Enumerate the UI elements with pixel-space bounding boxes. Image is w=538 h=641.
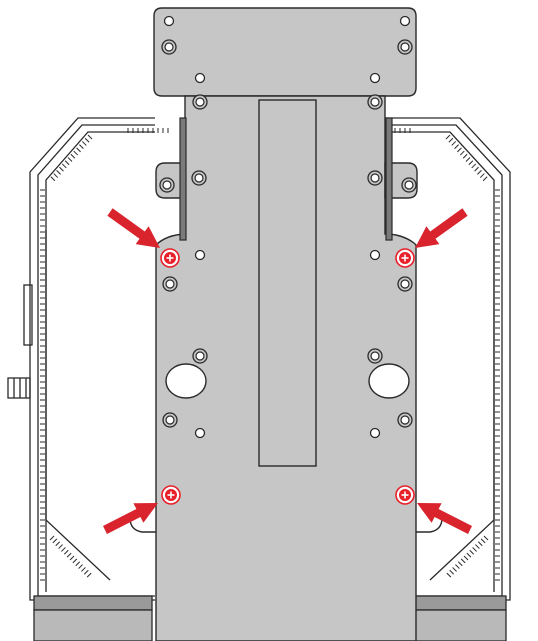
arrow-icon: [107, 208, 160, 248]
chassis-feet: [33, 595, 507, 641]
arrow-icon: [415, 208, 468, 248]
mounting-plate: [129, 7, 443, 641]
plate-holes: [159, 15, 417, 439]
screw-icon: [395, 485, 415, 505]
chassis-ribs: [40, 128, 500, 581]
arrow-icon: [417, 503, 472, 534]
arrow-icon: [103, 503, 158, 534]
screw-icon: [395, 248, 415, 268]
chassis-frame: [7, 117, 511, 601]
screw-icon: [161, 485, 181, 505]
screw-icon: [160, 248, 180, 268]
side-brackets: [179, 117, 393, 241]
